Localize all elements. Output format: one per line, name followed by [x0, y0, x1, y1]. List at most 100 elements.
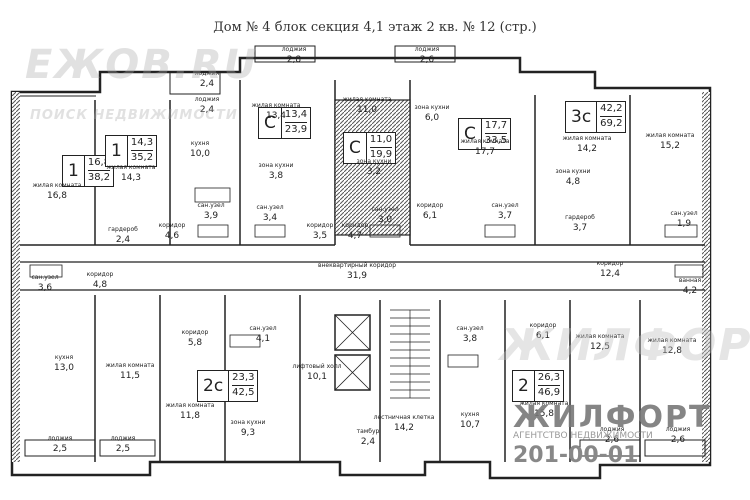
room-label: зона кухни 9,3 — [203, 417, 293, 439]
watermark-brand: ЕЖОВ.RU — [25, 42, 259, 88]
room-area: 4,2 — [682, 286, 698, 296]
apartment-total-area: 35,2 — [130, 152, 154, 163]
room-name: сан.узел — [256, 204, 284, 211]
room-name: лоджия — [414, 46, 440, 53]
room-name: жилая комната — [647, 337, 697, 344]
room-name: сан.узел — [491, 202, 519, 209]
room-name: жилая комната — [645, 132, 695, 139]
room-name: жилая комната — [562, 135, 612, 142]
room-area: 11,8 — [179, 411, 201, 421]
room-area: 13,4 — [265, 111, 287, 121]
room-name: лоджия — [194, 70, 220, 77]
room-name: жилая комната — [460, 138, 510, 145]
apartment-rooms: С — [459, 119, 482, 149]
room-name: жилая комната — [251, 102, 301, 109]
apartment-total-area: 46,9 — [537, 387, 561, 398]
room-name: лоджия — [194, 96, 220, 103]
room-name: сан.узел — [197, 202, 225, 209]
watermark-site: ЖИЛФОРТ.RU — [500, 320, 750, 371]
apartment-total-area: 23,9 — [284, 124, 308, 135]
room-area: 4,7 — [347, 231, 363, 241]
apartment-living-area: 14,3 — [130, 136, 154, 151]
room-name: коридор — [416, 202, 444, 209]
room-label: жилая комната 13,4 — [231, 100, 321, 122]
room-name: сан.узел — [31, 274, 59, 281]
room-name: лестничная клетка — [373, 414, 435, 421]
room-area: 9,3 — [240, 428, 256, 438]
room-area: 11,5 — [119, 371, 141, 381]
room-name: зона кухни — [230, 419, 266, 426]
room-area: 3,0 — [377, 215, 393, 225]
apartment-rooms: 2с — [198, 371, 230, 401]
room-area: 2,4 — [199, 79, 215, 89]
room-area: 14,3 — [120, 173, 142, 183]
apartment-total-area: 19,9 — [369, 149, 393, 160]
room-name: лоджия — [599, 426, 625, 433]
room-area: 14,2 — [393, 423, 415, 433]
apartment-total-area: 69,2 — [600, 118, 623, 129]
apartment-living-area: 26,3 — [537, 371, 561, 386]
apartment-total-area: 33,5 — [484, 135, 508, 146]
apartment-living-area: 42,2 — [600, 102, 623, 117]
apartment-total-area: 38,2 — [87, 172, 111, 183]
room-name: жилая комната — [32, 182, 82, 189]
room-area: 4,8 — [565, 177, 581, 187]
room-area: 10,7 — [459, 420, 481, 430]
room-area: 4,1 — [255, 334, 271, 344]
room-area: 4,6 — [164, 231, 180, 241]
apartment-living-area: 11,0 — [369, 133, 393, 148]
room-area: 6,1 — [535, 331, 551, 341]
room-area: 2,6 — [604, 435, 620, 445]
room-area: 2,6 — [419, 55, 435, 65]
room-area: 2,5 — [115, 444, 131, 454]
apartment-living-area: 23,3 — [232, 371, 255, 386]
room-area: 12,5 — [589, 342, 611, 352]
room-area: 2,4 — [360, 437, 376, 447]
room-name: коридор — [596, 260, 624, 267]
room-name: зона кухни — [356, 158, 392, 165]
room-name: зона кухни — [258, 162, 294, 169]
room-area: 3,8 — [268, 171, 284, 181]
room-name: лоджия — [665, 426, 691, 433]
logo-phone: 201-00-01 — [513, 443, 639, 468]
walls — [10, 45, 712, 480]
